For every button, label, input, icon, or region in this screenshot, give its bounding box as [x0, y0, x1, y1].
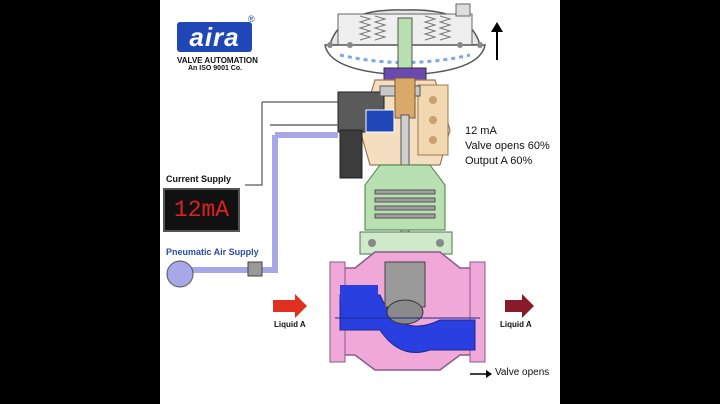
- status-valve: Valve opens 60%: [465, 140, 550, 152]
- outlet-label: Liquid A: [500, 320, 532, 329]
- outlet-arrow: [505, 294, 534, 318]
- brand-certification: An ISO 9001 Co.: [188, 65, 243, 72]
- air-line: [166, 101, 338, 288]
- actuator: [324, 3, 486, 81]
- inlet-label: Liquid A: [274, 320, 306, 329]
- direction-arrow: [470, 370, 492, 378]
- brand-tagline: VALVE AUTOMATION: [177, 56, 258, 65]
- up-arrow: [491, 22, 503, 60]
- current-supply-label: Current Supply: [166, 174, 232, 184]
- status-current: 12 mA: [465, 125, 497, 137]
- bonnet: [359, 77, 453, 255]
- registered-mark: ®: [248, 14, 255, 24]
- current-meter-value: 12mA: [173, 197, 230, 223]
- logo-text: aira: [189, 22, 240, 52]
- current-meter: 12mA: [163, 188, 240, 232]
- brand-logo: aira: [177, 22, 252, 52]
- status-output: Output A 60%: [465, 155, 533, 167]
- valve-body: [329, 251, 486, 371]
- pneumatic-supply-label: Pneumatic Air Supply: [166, 247, 259, 257]
- valve-opens-caption: Valve opens: [495, 367, 550, 378]
- inlet-arrow: [273, 294, 307, 318]
